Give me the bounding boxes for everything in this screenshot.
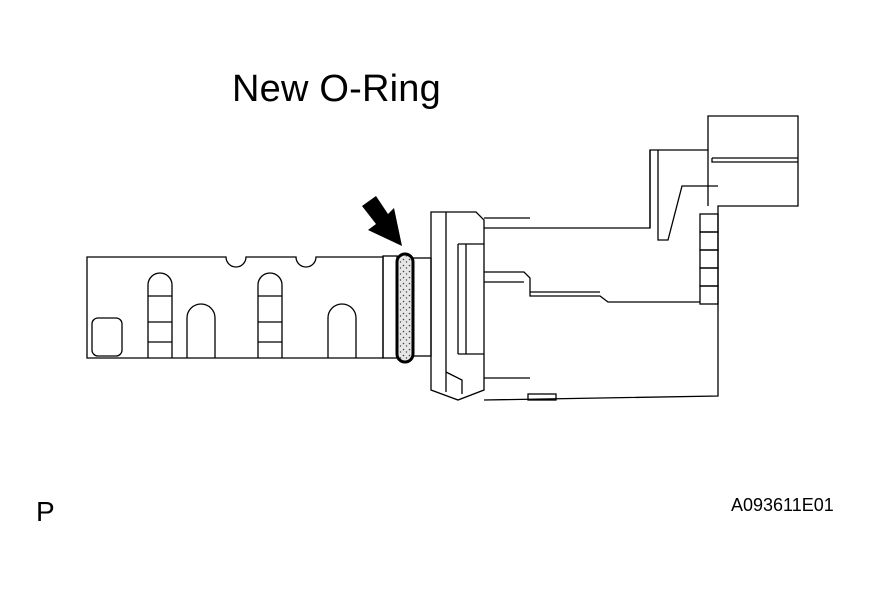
o-ring-label: New O-Ring: [232, 68, 441, 110]
valve-port: [257, 272, 283, 358]
view-code-label: P: [36, 496, 55, 527]
arrow-icon: [362, 196, 402, 246]
valve-port: [327, 303, 357, 358]
valve-port: [186, 303, 216, 358]
valve-port-small: [91, 317, 123, 357]
figure-id-label: A093611E01: [731, 495, 834, 515]
valve-body: [86, 255, 398, 359]
o-ring: [395, 252, 415, 364]
o-ring-groove: [382, 255, 398, 359]
solenoid-connector: [412, 115, 799, 401]
valve-port: [147, 272, 173, 358]
